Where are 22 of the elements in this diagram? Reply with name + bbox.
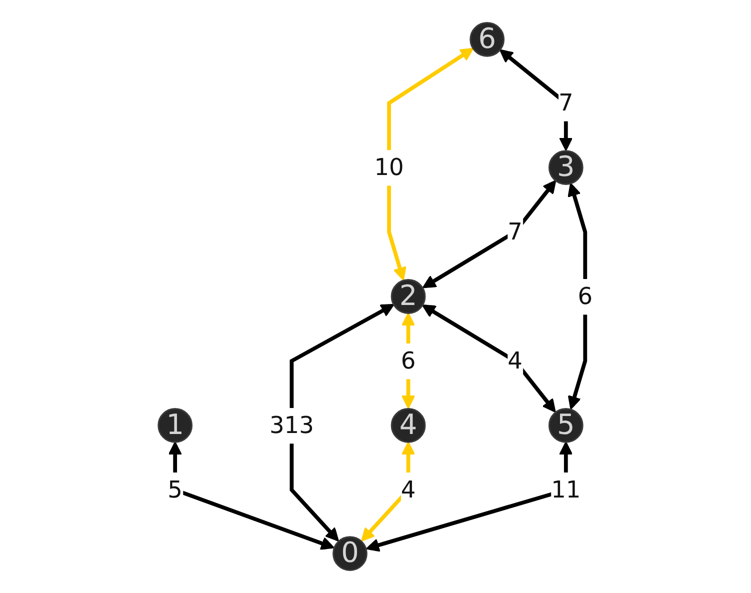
arrow bbox=[422, 180, 556, 288]
node-circle: 5 bbox=[548, 408, 584, 443]
node-circle: 6 bbox=[470, 22, 505, 57]
edge-label: 6 bbox=[400, 346, 416, 375]
arrow bbox=[168, 442, 334, 550]
edge-label: 7 bbox=[558, 88, 574, 117]
edge-label: 11 bbox=[551, 476, 581, 504]
edge-label: 5 bbox=[168, 476, 183, 504]
arrow bbox=[290, 304, 394, 542]
arrow bbox=[366, 442, 573, 552]
edge-label: 313 bbox=[269, 411, 314, 440]
node-circle: 0 bbox=[332, 536, 368, 572]
node-circle: 2 bbox=[390, 279, 426, 314]
node-circle: 1 bbox=[158, 408, 193, 443]
edge-label: 7 bbox=[508, 218, 522, 246]
edge-label: 4 bbox=[508, 346, 522, 375]
arrow bbox=[422, 304, 556, 412]
node-circle: 4 bbox=[390, 408, 426, 443]
node-circle: 3 bbox=[548, 150, 584, 185]
edge-label: 4 bbox=[400, 476, 416, 504]
edge-label: 10 bbox=[374, 153, 404, 182]
edge-label: 6 bbox=[578, 282, 593, 310]
